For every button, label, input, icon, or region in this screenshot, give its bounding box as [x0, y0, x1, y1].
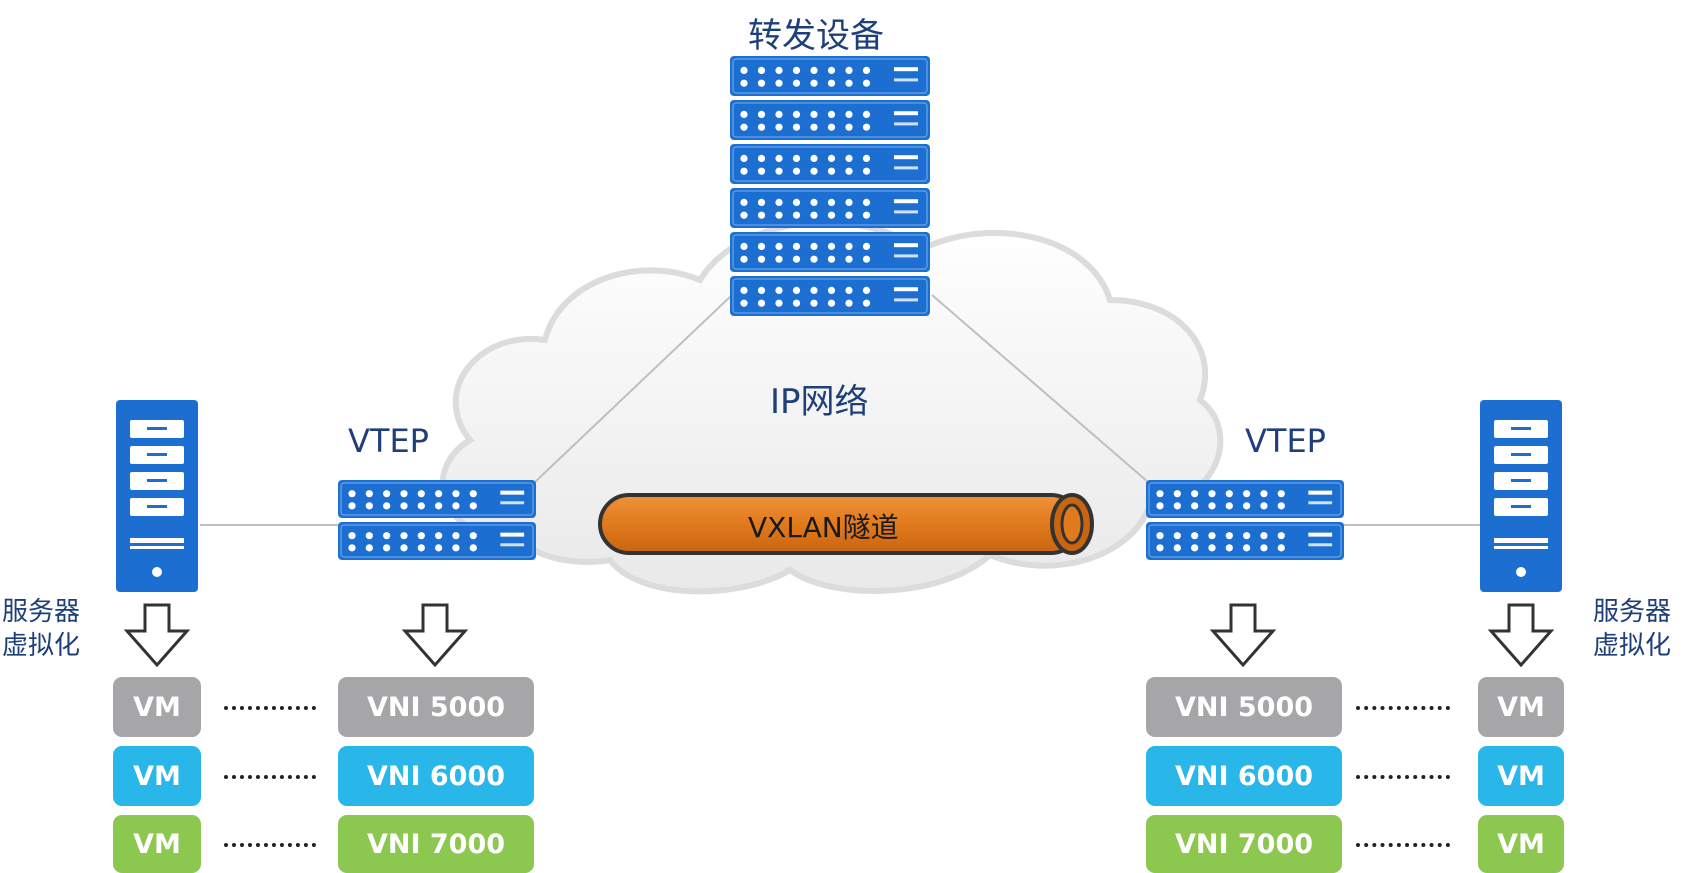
- arrow-down-icon: [401, 603, 469, 668]
- vtep-left-switch-icon: [338, 480, 536, 560]
- left-vm-box-1: VM: [113, 677, 201, 737]
- forwarding-switch-unit-2: [730, 100, 930, 140]
- server-virtualization-left-line2: 虚拟化: [2, 631, 81, 661]
- server-virtualization-right-line1: 服务器: [1593, 597, 1672, 627]
- arrow-down-icon: [1487, 603, 1555, 668]
- arrow-down-icon: [1209, 603, 1277, 668]
- vxlan-tunnel-icon: [598, 493, 1094, 555]
- server-left-icon: [116, 400, 198, 592]
- right-vni-box-3: VNI 7000: [1146, 815, 1342, 873]
- left-vm-box-2: VM: [113, 746, 201, 806]
- forwarding-switch-unit-1: [730, 56, 930, 96]
- vxlan-tunnel-label: VXLAN隧道: [748, 511, 899, 544]
- ip-network-label: IP网络: [770, 382, 869, 422]
- server-virtualization-left-label: 服务器 虚拟化: [2, 595, 80, 663]
- forwarding-switch-unit-5: [730, 232, 930, 272]
- vtep-right-switch-icon: [1146, 480, 1344, 560]
- link-left-vtep-forwarding: [534, 294, 733, 483]
- server-virtualization-left-line1: 服务器: [2, 597, 81, 627]
- right-dotted-connector-3: [1356, 843, 1450, 847]
- right-vm-box-1: VM: [1478, 677, 1564, 737]
- left-dotted-connector-2: [224, 775, 316, 779]
- server-virtualization-right-label: 服务器 虚拟化: [1593, 595, 1671, 663]
- right-vm-box-2: VM: [1478, 746, 1564, 806]
- right-dotted-connector-1: [1356, 706, 1450, 710]
- forwarding-device-label: 转发设备: [748, 16, 884, 56]
- server-right-icon: [1480, 400, 1562, 592]
- right-vni-box-1: VNI 5000: [1146, 677, 1342, 737]
- left-vni-box-2: VNI 6000: [338, 746, 534, 806]
- link-right-vtep-forwarding: [931, 294, 1149, 483]
- left-dotted-connector-1: [224, 706, 316, 710]
- right-vni-box-2: VNI 6000: [1146, 746, 1342, 806]
- vtep-right-unit-2: [1146, 522, 1344, 560]
- left-vni-box-1: VNI 5000: [338, 677, 534, 737]
- vtep-left-label: VTEP: [348, 422, 429, 460]
- vtep-right-label: VTEP: [1245, 422, 1326, 460]
- right-dotted-connector-2: [1356, 775, 1450, 779]
- arrow-down-icon: [123, 603, 191, 668]
- vtep-left-unit-2: [338, 522, 536, 560]
- server-virtualization-right-line2: 虚拟化: [1593, 631, 1672, 661]
- left-vni-box-3: VNI 7000: [338, 815, 534, 873]
- vtep-right-unit-1: [1146, 480, 1344, 518]
- left-vm-box-3: VM: [113, 815, 201, 873]
- forwarding-device-icon: [730, 56, 930, 316]
- right-vm-box-3: VM: [1478, 815, 1564, 873]
- forwarding-switch-unit-4: [730, 188, 930, 228]
- left-dotted-connector-3: [224, 843, 316, 847]
- forwarding-switch-unit-3: [730, 144, 930, 184]
- forwarding-switch-unit-6: [730, 276, 930, 316]
- vtep-left-unit-1: [338, 480, 536, 518]
